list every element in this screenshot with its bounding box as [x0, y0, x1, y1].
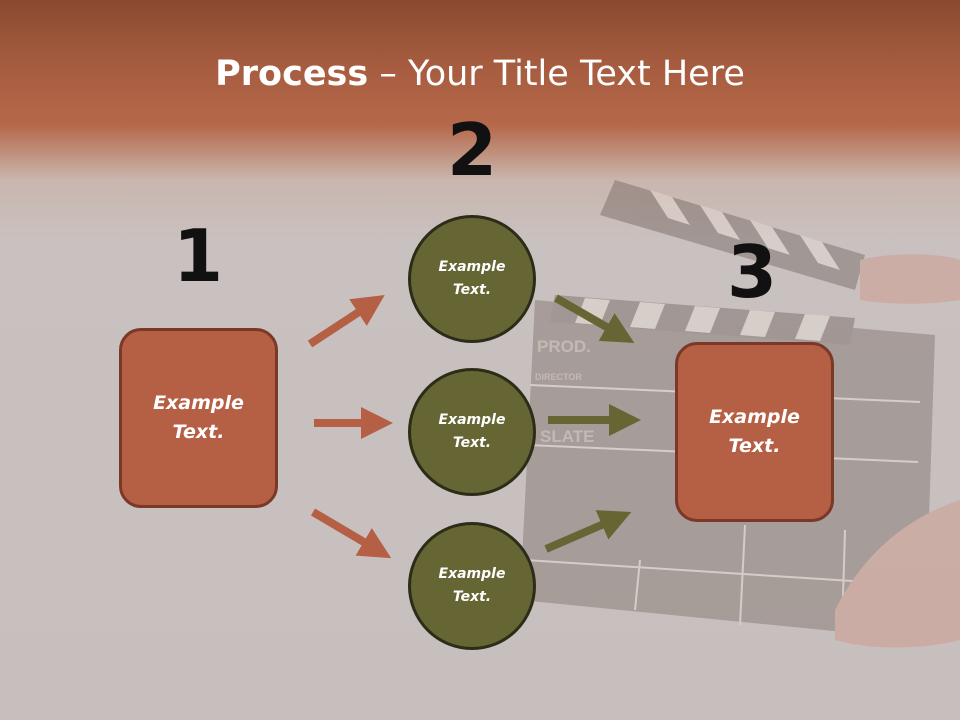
- arrow-top-to-right: [554, 294, 635, 343]
- clapper-prod-label: PROD.: [537, 337, 591, 356]
- arrow-left-to-bottom: [310, 508, 392, 559]
- title-rest: – Your Title Text Here: [368, 54, 745, 94]
- step-number-3: 3: [726, 230, 778, 314]
- middle-circle-bottom-text: Example Text.: [438, 566, 506, 605]
- clapper-director-label: DIRECTOR: [535, 372, 582, 382]
- step-number-2: 2: [446, 108, 498, 192]
- title-bold: Process: [215, 54, 369, 94]
- left-step-box: Example Text.: [119, 328, 278, 508]
- middle-circle-center-text: Example Text.: [438, 412, 506, 451]
- clapper-top-stripes: [650, 190, 840, 270]
- right-step-box-text: Example Text.: [709, 406, 800, 457]
- middle-circle-bottom: Example Text.: [408, 522, 536, 650]
- middle-circle-center: Example Text.: [408, 368, 536, 496]
- clapper-bottom-stick: [550, 295, 855, 345]
- hand-bottom: [835, 500, 960, 648]
- hand-top: [860, 254, 960, 304]
- middle-circle-top: Example Text.: [408, 215, 536, 343]
- clapper-top-stick: [600, 180, 865, 290]
- left-step-box-text: Example Text.: [153, 392, 244, 443]
- arrow-bottom-to-right: [544, 510, 632, 553]
- clapper-slate-label: SLATE: [540, 427, 594, 446]
- clapper-bottom-stripes: [575, 298, 830, 341]
- step-number-1: 1: [172, 214, 224, 298]
- slide-title: Process – Your Title Text Here: [0, 52, 960, 96]
- arrow-left-to-top: [307, 295, 385, 348]
- right-step-box: Example Text.: [675, 342, 834, 522]
- middle-circle-top-text: Example Text.: [438, 259, 506, 298]
